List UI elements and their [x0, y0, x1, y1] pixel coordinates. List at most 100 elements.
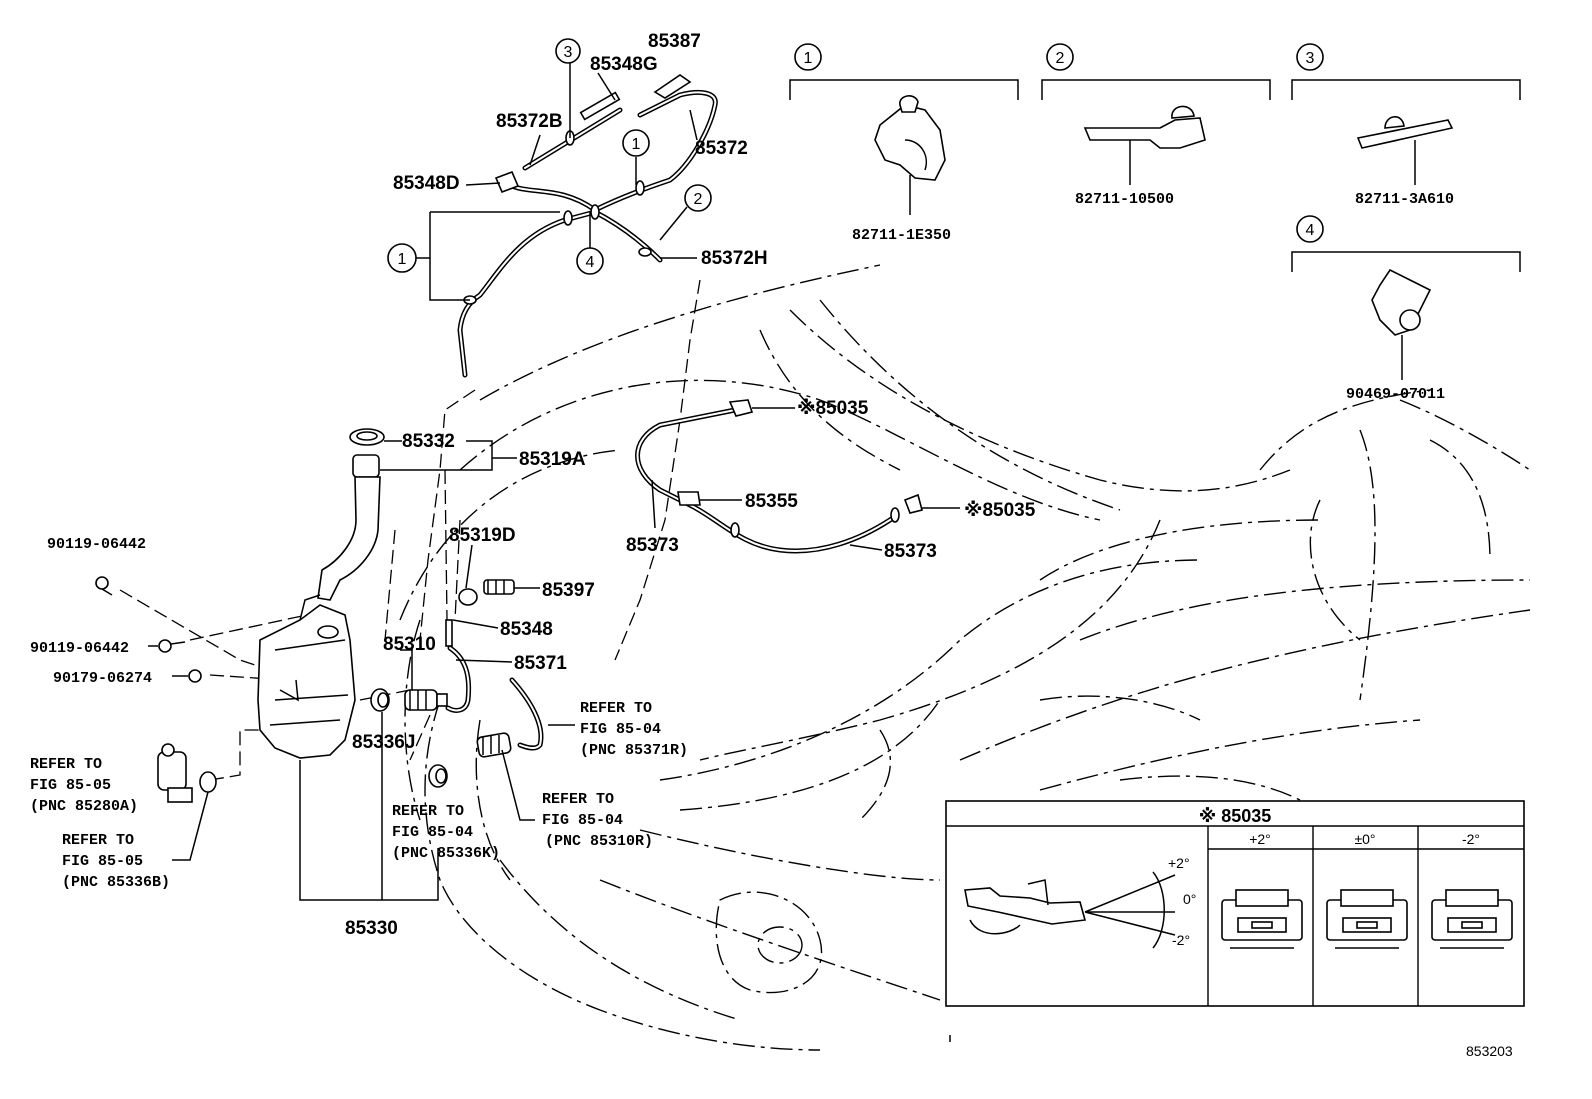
detail-callout-3: 3 — [1296, 43, 1324, 71]
detail-callout-2: 2 — [1046, 43, 1074, 71]
ref-line: REFER TO — [542, 791, 614, 808]
ref-85280A[interactable]: REFER TO FIG 85-05 (PNC 85280A) — [30, 756, 138, 815]
pump-85310-drawing — [404, 689, 448, 711]
part-85310[interactable]: 85310 — [383, 634, 436, 655]
connector-plus2 — [1221, 889, 1303, 949]
check-valve-drawing — [458, 544, 540, 606]
rear-hose-drawing — [635, 399, 923, 554]
ref-85310R[interactable]: REFER TO FIG 85-04 (PNC 85310R) — [542, 791, 653, 850]
ref-line: FIG 85-04 — [392, 824, 473, 841]
vehicle-body-outline — [399, 264, 1531, 1051]
callout-label: 1 — [398, 251, 407, 268]
nut-90179 — [188, 669, 202, 683]
ref-line: REFER TO — [62, 832, 134, 849]
part-85372H[interactable]: 85372H — [701, 248, 768, 269]
leader — [452, 619, 499, 629]
part-85348G[interactable]: 85348G — [590, 54, 658, 75]
leader — [455, 659, 513, 663]
diagram-id: 853203 — [1466, 1043, 1513, 1059]
part-85348[interactable]: 85348 — [500, 619, 553, 640]
callout-label: 2 — [1056, 50, 1065, 67]
ref-line: (PNC 85336K) — [392, 845, 500, 862]
callout-label: 3 — [564, 44, 573, 61]
part-90119-06442-b[interactable]: 90119-06442 — [30, 640, 129, 657]
column-plus2: +2° — [1249, 831, 1271, 847]
callout-label: 3 — [1306, 50, 1315, 67]
ref-line: (PNC 85280A) — [30, 798, 138, 815]
part-85348D[interactable]: 85348D — [393, 173, 460, 194]
callout-label: 1 — [804, 50, 813, 67]
callout-label: 4 — [1306, 222, 1315, 239]
callout-label: 4 — [586, 254, 595, 271]
callout-3-top: 3 — [555, 38, 581, 64]
part-85397[interactable]: 85397 — [542, 580, 595, 601]
part-85372B[interactable]: 85372B — [496, 111, 563, 132]
part-85373-a[interactable]: 85373 — [626, 535, 679, 556]
grommet-85336J-drawing — [370, 688, 390, 712]
callout-label: 1 — [632, 136, 641, 153]
grommet-85336K-drawing — [428, 764, 448, 788]
bracket-85330 — [299, 712, 439, 901]
rear-leaders — [651, 407, 960, 551]
part-85355[interactable]: 85355 — [745, 491, 798, 512]
part-85330[interactable]: 85330 — [345, 918, 398, 939]
callout-4-top: 4 — [576, 247, 604, 275]
connector-zero — [1326, 889, 1408, 949]
ref-line: (PNC 85336B) — [62, 874, 170, 891]
bolt-90119-b — [158, 639, 186, 653]
column-minus2: -2° — [1462, 831, 1480, 847]
ref-85336K[interactable]: REFER TO FIG 85-04 (PNC 85336K) — [392, 803, 500, 862]
washer-tank-drawing — [257, 594, 356, 759]
ref-line: FIG 85-05 — [62, 853, 143, 870]
clip-82711-3A610-drawing — [1356, 116, 1454, 185]
column-zero: ±0° — [1354, 831, 1375, 847]
part-85373-b[interactable]: 85373 — [884, 541, 937, 562]
leader — [400, 649, 413, 690]
top-leaders — [416, 63, 698, 301]
top-right-leaders — [380, 440, 517, 471]
clip-82711-1E350-drawing — [874, 95, 946, 215]
callout-1-top: 1 — [622, 129, 650, 157]
part-90119-06442-a[interactable]: 90119-06442 — [47, 536, 146, 553]
clamp-90469-07011-drawing — [1371, 268, 1432, 380]
detail-callout-4: 4 — [1296, 215, 1324, 243]
angle-minus2: -2° — [1172, 932, 1190, 948]
detail-callout-1: 1 — [794, 43, 822, 71]
callout-1-left: 1 — [387, 243, 417, 273]
ref-line: FIG 85-04 — [580, 721, 661, 738]
clip-82711-10500-drawing — [1083, 105, 1206, 185]
ref-line: REFER TO — [392, 803, 464, 820]
part-85336J[interactable]: 85336J — [352, 732, 415, 753]
ref-line: (PNC 85310R) — [545, 833, 653, 850]
ref-85336B[interactable]: REFER TO FIG 85-05 (PNC 85336B) — [62, 832, 170, 891]
part-85371[interactable]: 85371 — [514, 653, 567, 674]
ref-line: REFER TO — [580, 700, 652, 717]
part-82711-10500[interactable]: 82711-10500 — [1075, 191, 1174, 208]
top-hose-assembly — [457, 74, 718, 378]
washer-pump-85280A-drawing — [157, 743, 217, 861]
part-85372[interactable]: 85372 — [695, 138, 748, 159]
angle-zero: 0° — [1183, 891, 1196, 907]
adjustment-box — [945, 800, 1525, 1007]
part-82711-1E350[interactable]: 82711-1E350 — [852, 227, 951, 244]
angle-plus2: +2° — [1168, 855, 1190, 871]
pump-85310R-drawing — [476, 732, 535, 821]
part-85387[interactable]: 85387 — [648, 31, 701, 52]
detail-brackets — [789, 79, 1521, 272]
part-90179-06274[interactable]: 90179-06274 — [53, 670, 152, 687]
bolt-90119-a — [95, 576, 113, 596]
part-82711-3A610[interactable]: 82711-3A610 — [1355, 191, 1454, 208]
callout-2-top: 2 — [684, 184, 712, 212]
part-85035-a[interactable]: ※85035 — [797, 398, 869, 419]
part-90469-07011[interactable]: 90469-07011 — [1346, 386, 1445, 403]
ref-85371R[interactable]: REFER TO FIG 85-04 (PNC 85371R) — [580, 700, 688, 759]
part-85035-b[interactable]: ※85035 — [964, 500, 1036, 521]
part-85319D[interactable]: 85319D — [449, 525, 516, 546]
callout-label: 2 — [694, 191, 703, 208]
adjustment-box-title: ※ 85035 — [1199, 806, 1272, 826]
connector-minus2 — [1431, 889, 1513, 949]
part-85332[interactable]: 85332 — [402, 431, 455, 452]
part-85319A[interactable]: 85319A — [519, 449, 586, 470]
ref-line: FIG 85-04 — [542, 812, 623, 829]
